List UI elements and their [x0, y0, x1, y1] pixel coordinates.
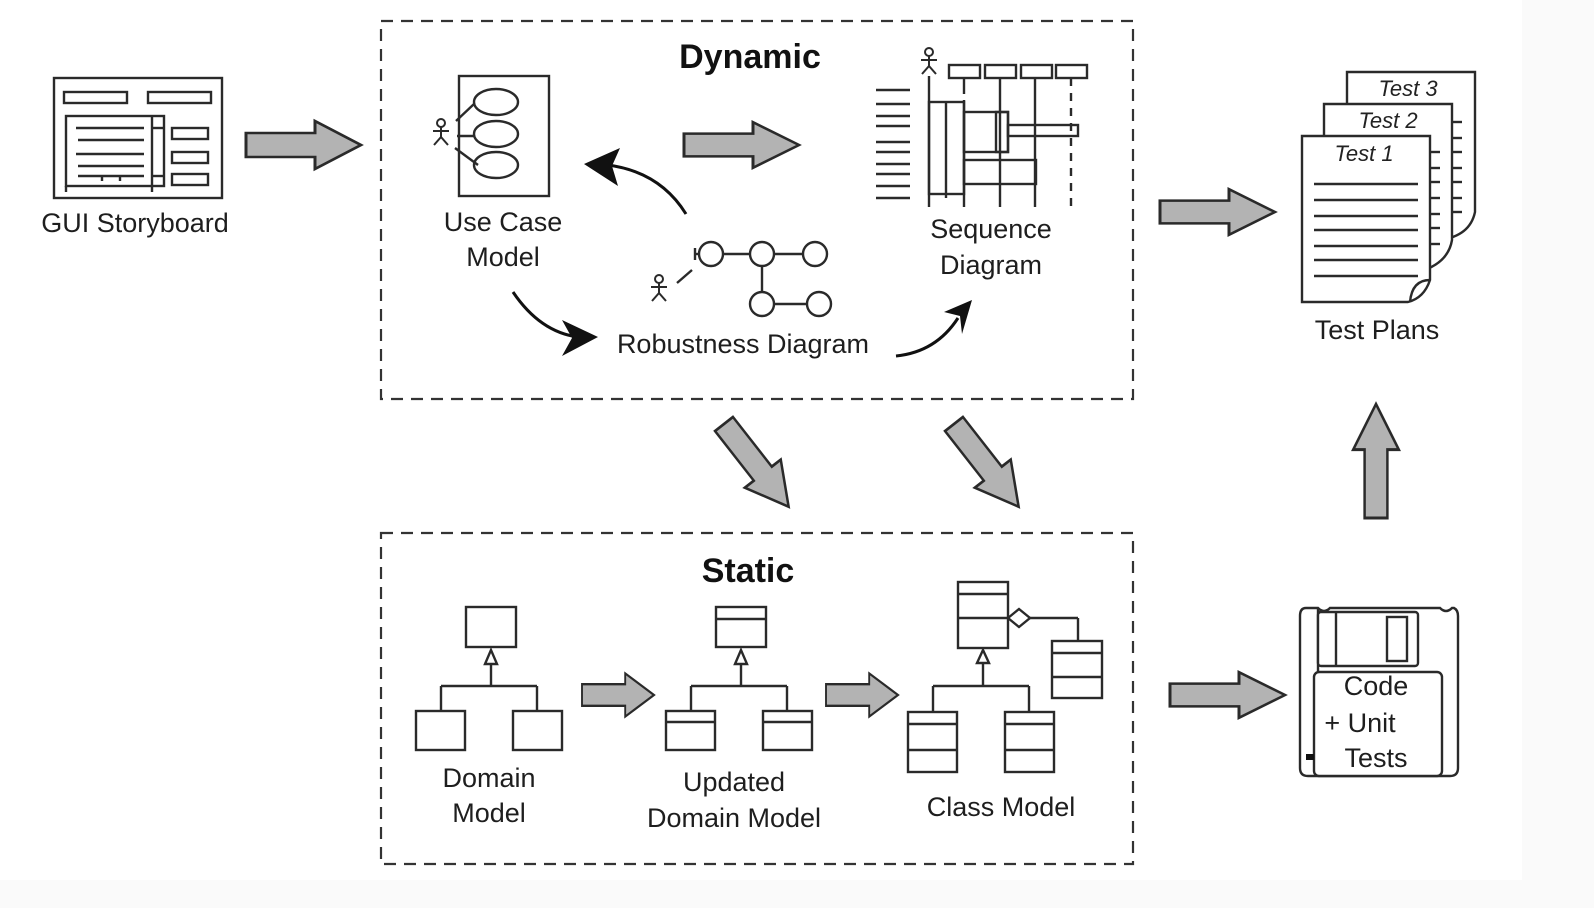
test-page-1-label: Test 1 — [1334, 141, 1393, 166]
test-plans: Test 3 Test 2 Test 1 Test Plans — [1300, 70, 1477, 345]
storyboard-icon — [52, 76, 224, 200]
static-boundary — [379, 531, 1135, 866]
test-page-3-label: Test 3 — [1378, 76, 1438, 101]
use-case-label-line2: Model — [466, 242, 540, 272]
updated-domain-model: Updated Domain Model — [647, 605, 821, 833]
domain-model-label-line1: Domain — [442, 763, 535, 793]
curve-usecase-to-robustness — [511, 291, 598, 356]
code-label-line3: Tests — [1344, 743, 1407, 773]
arrow-static-to-code — [1168, 670, 1287, 720]
diagram-canvas: GUI Storyboard Dynamic Use Case Model — [41, 19, 1477, 866]
test-page-2-label: Test 2 — [1358, 108, 1417, 133]
class-model-label: Class Model — [927, 792, 1076, 822]
actor-icon — [650, 274, 668, 302]
domain-model: Domain Model — [414, 605, 564, 828]
robustness-label: Robustness Diagram — [617, 329, 869, 359]
code-label-line1: Code — [1344, 671, 1409, 701]
actor-icon — [432, 118, 450, 146]
code-unit-tests: Code + Unit Tests — [1298, 606, 1460, 778]
arrow-storyboard-to-dynamic — [244, 119, 363, 171]
updated-domain-model-icon — [664, 605, 814, 752]
sequence-label-line2: Diagram — [940, 250, 1042, 280]
dynamic-title: Dynamic — [679, 38, 821, 76]
sequence-label-line1: Sequence — [930, 214, 1052, 244]
sequence-icon — [876, 47, 1089, 207]
curve-robustness-to-usecase — [584, 148, 688, 215]
arrow-domain-to-updated — [580, 672, 656, 718]
gui-storyboard: GUI Storyboard — [41, 76, 229, 238]
robustness-icon — [650, 240, 833, 318]
use-case-label-line1: Use Case — [444, 207, 563, 237]
dynamic-boundary — [379, 19, 1135, 401]
floppy-disk-icon — [1298, 606, 1460, 778]
actor-icon — [920, 47, 938, 75]
arrow-usecase-to-sequence — [682, 120, 801, 170]
sequence-diagram: Sequence Diagram — [876, 47, 1089, 280]
domain-model-icon — [414, 605, 564, 752]
static-title: Static — [702, 552, 795, 590]
arrow-updated-to-class — [824, 672, 900, 718]
arrow-dynamic-to-testplans — [1158, 187, 1277, 237]
arrow-sequence-to-static — [934, 408, 1038, 523]
use-case-model: Use Case Model — [432, 74, 563, 272]
arrow-robustness-to-static — [704, 408, 808, 523]
class-model: Class Model — [906, 580, 1104, 822]
test-plans-icon: Test 3 Test 2 Test 1 — [1300, 70, 1477, 304]
static-group: Static Domain Model — [379, 531, 1135, 866]
dynamic-group: Dynamic Use Case Model — [379, 19, 1135, 401]
class-model-icon — [906, 580, 1104, 774]
robustness-diagram: Robustness Diagram — [617, 240, 869, 359]
curve-robustness-to-sequence — [895, 300, 972, 358]
process-diagram: GUI Storyboard Dynamic Use Case Model — [41, 19, 1477, 866]
use-case-icon — [432, 74, 551, 198]
updated-domain-label-line2: Domain Model — [647, 803, 821, 833]
code-label-line2: + Unit — [1324, 708, 1396, 738]
storyboard-label: GUI Storyboard — [41, 208, 229, 238]
arrow-code-to-testplans — [1351, 402, 1401, 520]
updated-domain-label-line1: Updated — [683, 767, 785, 797]
domain-model-label-line2: Model — [452, 798, 526, 828]
test-plans-label: Test Plans — [1315, 315, 1440, 345]
